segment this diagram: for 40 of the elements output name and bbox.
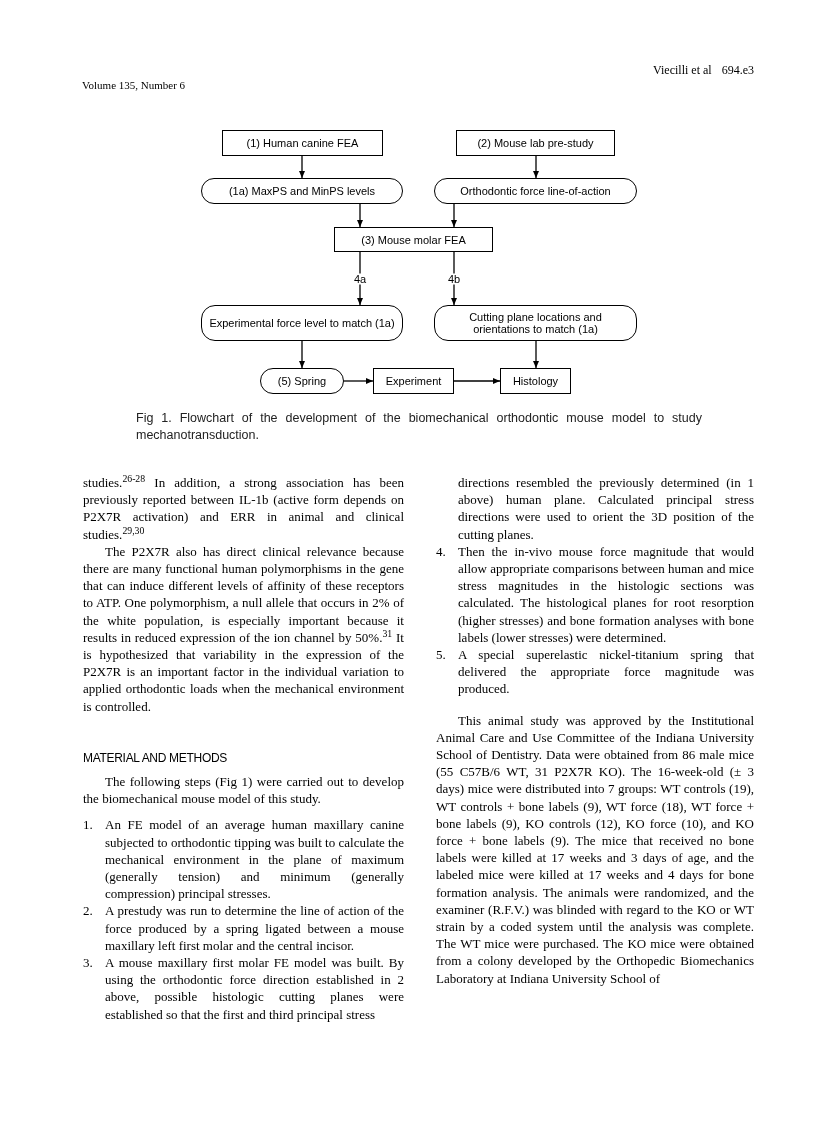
process-box: Experiment [373, 368, 454, 394]
list-number: 1. [83, 816, 94, 834]
list-item-text: directions resembled the previously determined (in 1 above) human plane. Calculated principal stress directions were used to orient the 3D position of the cutting planes. [458, 474, 754, 543]
arrow [451, 203, 457, 228]
process-box: Histology [500, 368, 571, 394]
body-paragraph: The P2X7R also has direct clinical relevance because there are many functional human polymorphisms in the gene that can induce different levels of affinity of these receptors to ATP. One polymorphism, a null allele that occurs in 2% of the white population, is especially important because it results in reduced expression of the ion channel by 50%.$^{31}$ It is hypothesized that variability in the expression of the P2X7R is an important factor in the individual variation to applied orthodontic loads when the mechanical environment is controlled. [83, 542, 404, 715]
arrow [453, 378, 501, 384]
rounded-process-box: (1a) MaxPS and MinPS levels [201, 178, 403, 204]
body-paragraph: This animal study was approved by the Institutional Animal Care and Use Committee of the Indiana University School of Dentistry. Data were obtained from 86 male mice (55 C57B/6 WT, 31 P2X7R KO). The 16-week-old (± 3 days) mice were distributed into 7 groups: WT controls (19), WT controls + bone labels (9), WT force (18), WT force + bone labels (9), KO controls (12), KO force (10), and KO force + bone labels (9). The mice that received no bone labels were killed at 17 weeks and 3 days of age, and the labeled mice were killed at 17 weeks and 4 days for bone formation analysis. The animals were randomized, and the examiner (R.F.V.) was blinded with regard to the KO or WT strain by a coded system until the analysis was complete. The WT mice were purchased. The KO mice were obtained from a colony developed by the Orthopedic Biomechanics Laboratory at Indiana University School of [436, 711, 754, 987]
list-number: 2. [83, 902, 94, 920]
arrow [533, 155, 539, 179]
figure-caption: Fig 1. Flowchart of the development of the biomechanical orthodontic mouse model to study mechanotransduction. [136, 410, 702, 444]
process-box: (3) Mouse molar FEA [334, 227, 493, 252]
page-number: 694.e3 [721, 62, 754, 79]
process-box: (1) Human canine FEA [222, 130, 383, 156]
arrow [533, 340, 539, 369]
author-running-head: Viecilli et al [653, 62, 712, 79]
list-item-text: A mouse maxillary first molar FE model was built. By using the orthodontic force direction established in 2 above, possible histologic cutting planes were established so that the first and third principal stress [105, 954, 404, 1023]
list-number: 5. [436, 646, 447, 664]
list-number: 4. [436, 542, 447, 560]
volume-number: Volume 135, Number 6 [82, 78, 186, 93]
rounded-process-box: Cutting plane locations and orientations to match (1a) [434, 305, 637, 341]
body-paragraph: The following steps (Fig 1) were carried out to develop the biomechanical mouse model of this study. [83, 773, 404, 808]
arrow [299, 155, 305, 179]
list-item-text: A special superelastic nickel-titanium spring that delivered the appropriate force magnitude was produced. [458, 646, 754, 698]
list-item-text: Then the in-vivo mouse force magnitude that would allow appropriate comparisons between human and mice stress magnitudes in the histologic sections was calculated. The histological planes for root resorption (higher stresses) and bone formation analyses with bone labels (lower stresses) were determined. [458, 542, 754, 647]
list-number: 3. [83, 954, 94, 972]
rounded-process-box: Experimental force level to match (1a) [201, 305, 403, 341]
list-item-text: An FE model of an average human maxillary canine subjected to orthodontic tipping was built to calculate the mechanical environment in the plane of maximum (generally tension) and minimum (generally compression) principal stresses. [105, 816, 404, 903]
body-paragraph: studies.$^{26-28}$ In addition, a strong association has been previously reported between IL-1b (active form depends on P2X7R activation) and ERR in animal and clinical studies.$^{29,30}$ [83, 474, 404, 543]
edge-label: 4a [352, 273, 368, 284]
section-heading: MATERIAL AND METHODS [83, 749, 229, 767]
list-item-text: A prestudy was run to determine the line of action of the force produced by a spring ligated between a mouse maxillary left first molar and the central incisor. [105, 902, 404, 955]
rounded-process-box: (5) Spring [260, 368, 344, 394]
arrow [343, 378, 374, 384]
process-box: (2) Mouse lab pre-study [456, 130, 615, 156]
rounded-process-box: Orthodontic force line-of-action [434, 178, 637, 204]
edge-label: 4b [446, 273, 462, 284]
arrow [299, 340, 305, 369]
arrow [357, 203, 363, 228]
